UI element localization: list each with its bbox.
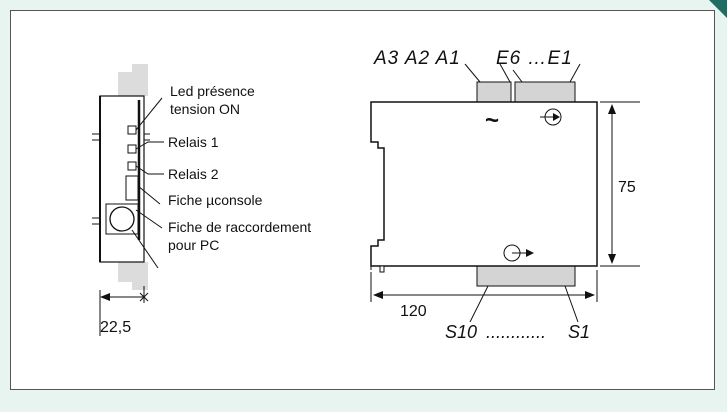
connector-e <box>514 81 576 103</box>
front-body <box>370 101 598 267</box>
label-output-s1: S1 <box>568 322 590 342</box>
fiche-pc-connector <box>109 206 135 232</box>
label-led-line2: tension ON <box>170 101 240 117</box>
dim-length-label: 120 <box>400 303 427 320</box>
din-clip-top <box>118 64 148 96</box>
side-view: Led présence tension ON Relais 1 Relais … <box>92 64 311 336</box>
front-view: A3 A2 A1 E6 …E1 ~ S10 ............ S1 75… <box>370 48 640 342</box>
din-clip-bottom <box>118 262 148 290</box>
connector-s <box>476 265 576 287</box>
fiche-console-port <box>125 175 139 201</box>
tilde-symbol: ~ <box>485 107 499 134</box>
label-output-s10: S10 <box>445 322 477 342</box>
led-power <box>127 125 137 135</box>
label-led-line1: Led présence <box>170 83 255 99</box>
label-fiche-console: Fiche µconsole <box>168 192 263 208</box>
label-output-dots: ............ <box>486 322 546 342</box>
led-relais-2 <box>127 161 137 171</box>
dim-width-label: 22,5 <box>100 319 131 336</box>
label-inputs-a: A3 A2 A1 <box>373 48 461 69</box>
dim-height-label: 75 <box>618 179 636 196</box>
label-fiche-pc-line2: pour PC <box>168 237 219 253</box>
connector-a <box>476 81 512 103</box>
label-fiche-pc-line1: Fiche de raccordement <box>168 219 311 235</box>
label-relais-2: Relais 2 <box>168 166 219 182</box>
led-relais-1 <box>127 144 137 154</box>
label-relais-1: Relais 1 <box>168 134 219 150</box>
label-inputs-e: E6 …E1 <box>496 48 573 69</box>
